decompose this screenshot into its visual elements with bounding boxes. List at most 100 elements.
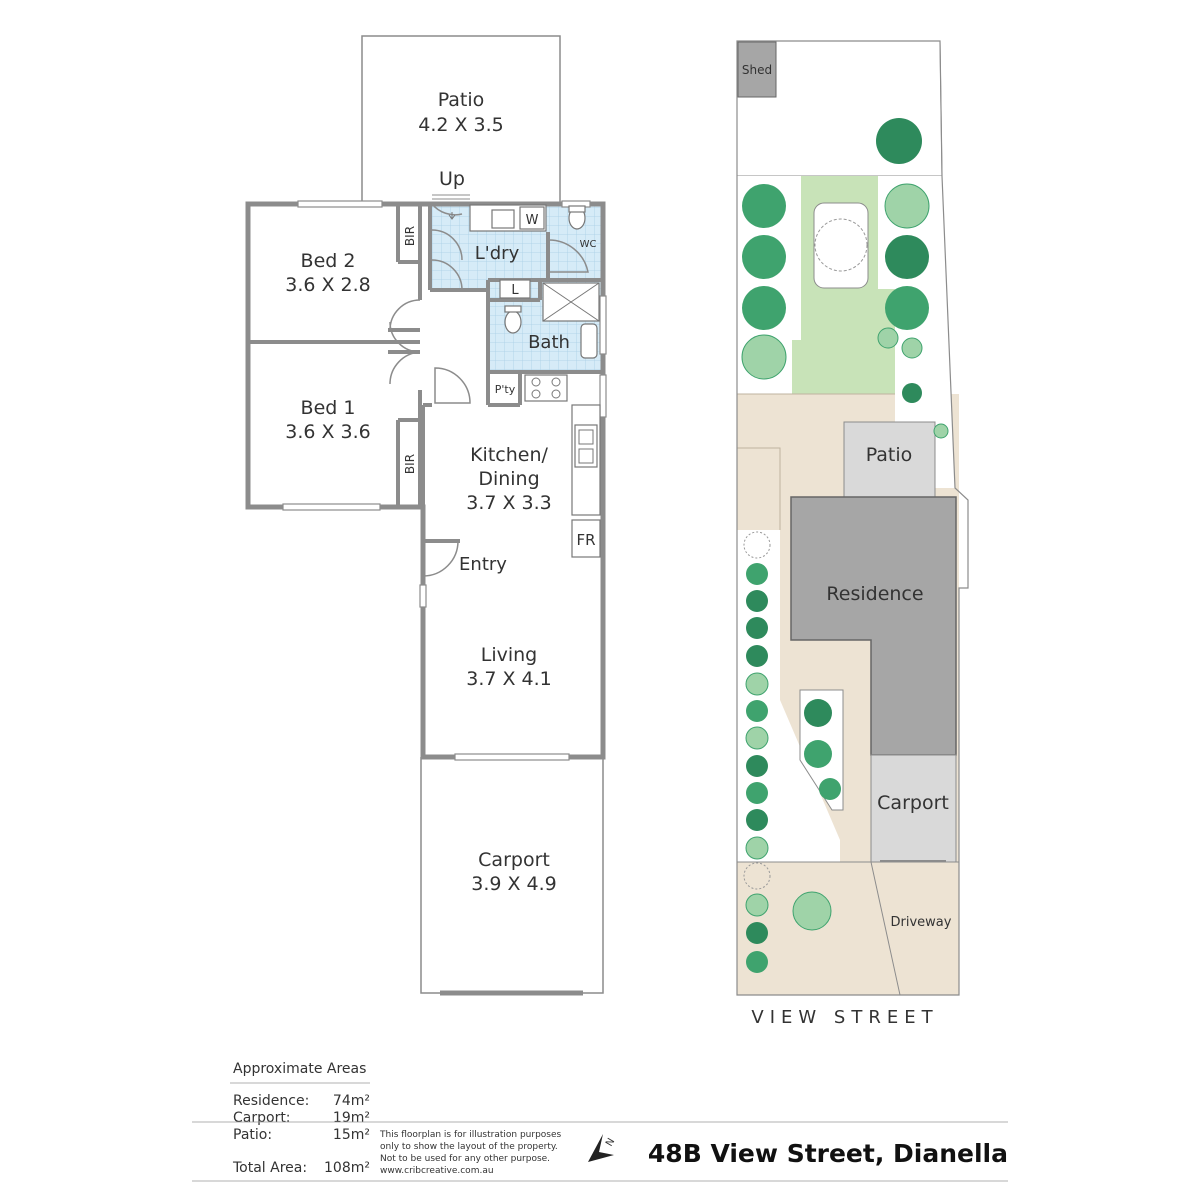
shrub (746, 590, 768, 612)
site-patio (843, 421, 936, 498)
area-patio-label: Patio: (233, 1127, 272, 1143)
area-residence-value: 74m² (333, 1093, 370, 1109)
carport-dims: 3.9 X 4.9 (471, 873, 557, 895)
interior-walls (248, 204, 603, 507)
site-carport-label: Carport (877, 792, 949, 814)
step-lines (432, 194, 470, 200)
property-address: 48B View Street, Dianella (648, 1139, 1008, 1168)
shrub (804, 740, 832, 768)
deciduous-tree (814, 218, 868, 272)
pantry-label: P'ty (495, 383, 516, 396)
shrub (901, 337, 923, 359)
bir-label-bed2: BIR (403, 226, 417, 246)
footer: Approximate Areas Residence: 74m² Carpor… (192, 1061, 1008, 1182)
tree (742, 184, 786, 228)
cooktop (524, 374, 568, 402)
patio-name: Patio (438, 89, 485, 111)
disclaimer-website: www.cribcreative.com.au (380, 1166, 494, 1176)
washer-box (519, 206, 545, 230)
area-carport-value: 19m² (333, 1110, 370, 1126)
tree (742, 286, 786, 330)
area-carport-label: Carport: (233, 1110, 291, 1126)
disclaimer-line-1: This floorplan is for illustration purpo… (379, 1130, 562, 1140)
shrub (746, 755, 768, 777)
deciduous-shrub (743, 862, 771, 890)
shrub (745, 836, 769, 860)
wc-cistern (568, 205, 586, 213)
shrub (933, 423, 949, 439)
floor-plan: Patio 4.2 X 3.5 Up Bed 2 3.6 X 2.8 Bed 1… (245, 35, 607, 996)
fridge-space (571, 519, 601, 558)
residence-label: Residence (826, 583, 923, 605)
shrub (746, 617, 768, 639)
laundry-trough (491, 209, 515, 229)
areas-title: Approximate Areas (233, 1061, 366, 1077)
exterior-walls (245, 201, 606, 760)
disclaimer-line-2: only to show the layout of the property. (380, 1142, 558, 1152)
shrub (819, 778, 841, 800)
shrub (746, 951, 768, 973)
total-area-value: 108m² (324, 1160, 370, 1176)
shrub (745, 893, 769, 917)
kitchen-name-2: Dining (478, 468, 539, 490)
bed2-name: Bed 2 (301, 250, 356, 272)
entry-label: Entry (459, 554, 507, 575)
tree (885, 235, 929, 279)
bath-toilet (504, 310, 522, 334)
washer-label: W (526, 213, 539, 228)
paving-lines (737, 393, 895, 530)
linen-label: L (511, 283, 519, 298)
site-trees (741, 118, 949, 973)
garden-strip-side (737, 530, 840, 862)
shrub (746, 563, 768, 585)
bath-cistern (504, 305, 522, 313)
shrub (746, 782, 768, 804)
up-label: Up (439, 168, 465, 190)
kitchen-name-1: Kitchen/ (470, 444, 548, 466)
deciduous-shrub (743, 531, 771, 559)
tree (884, 183, 930, 229)
shrub (746, 645, 768, 667)
site-boundary (736, 40, 969, 996)
tree (885, 286, 929, 330)
north-label: N (604, 1137, 617, 1149)
patio-dims: 4.2 X 3.5 (418, 114, 504, 136)
tree (742, 235, 786, 279)
shrub (746, 922, 768, 944)
kitchen-dims: 3.7 X 3.3 (466, 492, 552, 514)
fixtures (469, 204, 601, 558)
driveway-label: Driveway (891, 915, 952, 930)
bed2-dims: 3.6 X 2.8 (285, 274, 371, 296)
disclaimer-line-3: Not to be used for any other purpose. (380, 1154, 550, 1164)
doors (389, 203, 589, 577)
bed1-dims: 3.6 X 3.6 (285, 421, 371, 443)
north-arrow-icon: N (588, 1134, 617, 1162)
site-plan: Shed Patio Residence Carport Driveway VI… (736, 40, 969, 1028)
tree (792, 891, 832, 931)
bir-label-bed1: BIR (403, 454, 417, 474)
street-label: VIEW STREET (751, 1007, 938, 1028)
shrub (746, 700, 768, 722)
vanity-basin (580, 323, 598, 359)
kitchen-sink (574, 424, 598, 468)
shrub (877, 327, 899, 349)
tree (876, 118, 922, 164)
site-carport (870, 754, 957, 863)
windows (282, 200, 607, 761)
fridge-label: FR (576, 531, 595, 549)
shrub (745, 726, 769, 750)
area-patio-value: 15m² (333, 1127, 370, 1143)
shrub (745, 672, 769, 696)
fixture-details (448, 212, 600, 464)
site-patio-label: Patio (866, 444, 913, 466)
living-dims: 3.7 X 4.1 (466, 668, 552, 690)
wc-label: WC (580, 239, 597, 250)
shrub (804, 699, 832, 727)
shrub (902, 383, 922, 403)
shed (737, 41, 777, 98)
laundry-label: L'dry (475, 243, 520, 264)
area-residence-label: Residence: (233, 1093, 309, 1109)
garden-bed (813, 202, 869, 289)
shed-label: Shed (742, 63, 772, 77)
